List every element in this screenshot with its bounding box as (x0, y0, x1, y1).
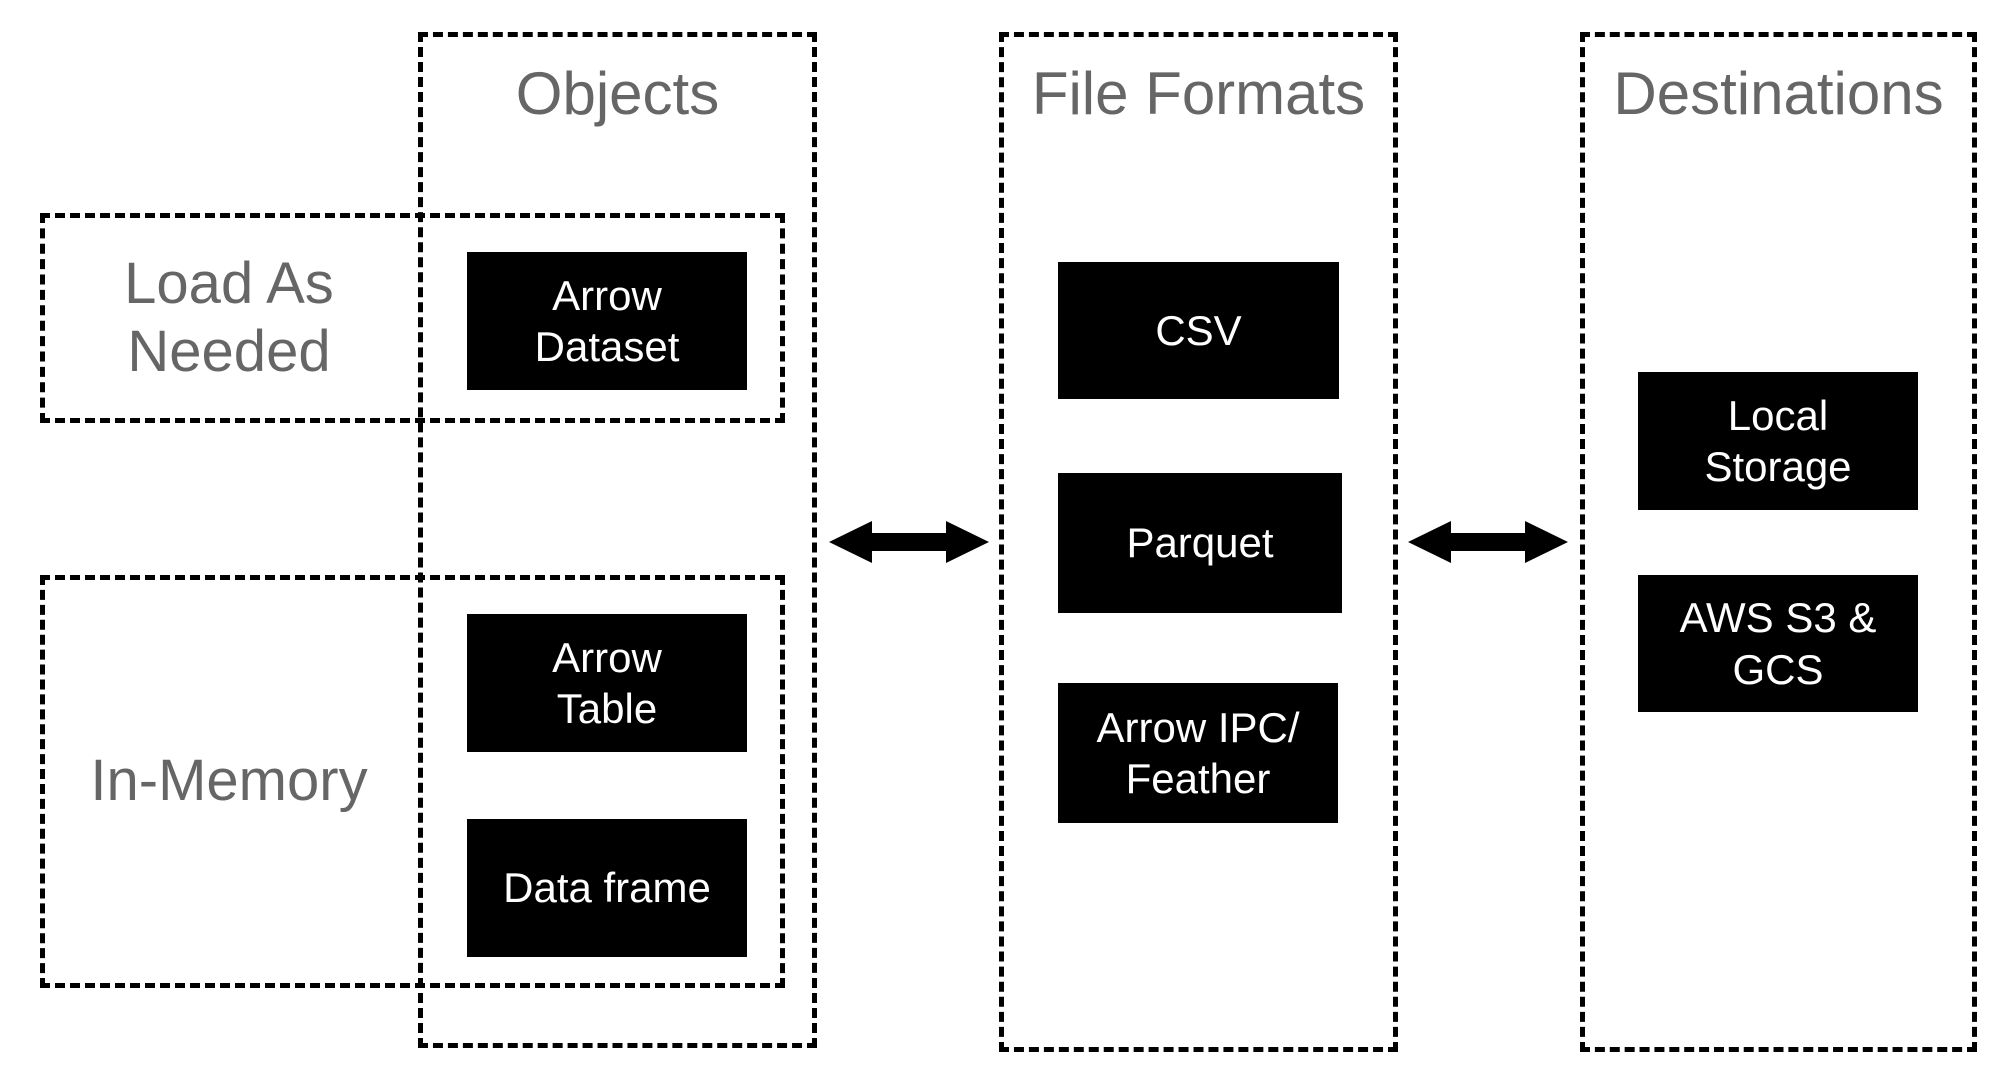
bidirectional-arrow-icon (1408, 520, 1568, 564)
objects-column: Objects (418, 32, 817, 1048)
load-as-needed-label: Load As Needed (124, 250, 334, 384)
objects-column-title: Objects (515, 60, 720, 127)
bidirectional-arrow-icon (829, 520, 989, 564)
arrow-table-node: Arrow Table (467, 614, 747, 752)
local-storage-node: Local Storage (1638, 372, 1918, 510)
arrow-ipc-feather-node: Arrow IPC/ Feather (1058, 683, 1338, 823)
aws-s3-gcs-node: AWS S3 & GCS (1638, 575, 1918, 712)
file-formats-column: File Formats (999, 32, 1398, 1052)
load-as-needed-group (40, 213, 785, 423)
destinations-column: Destinations (1580, 32, 1977, 1052)
csv-node: CSV (1058, 262, 1339, 399)
parquet-node: Parquet (1058, 473, 1342, 613)
in-memory-label: In-Memory (90, 748, 368, 814)
file-formats-column-title: File Formats (1031, 60, 1366, 127)
arrow-dataset-node: Arrow Dataset (467, 252, 747, 390)
in-memory-group (40, 575, 785, 988)
data-frame-node: Data frame (467, 819, 747, 957)
destinations-column-title: Destinations (1613, 60, 1944, 127)
